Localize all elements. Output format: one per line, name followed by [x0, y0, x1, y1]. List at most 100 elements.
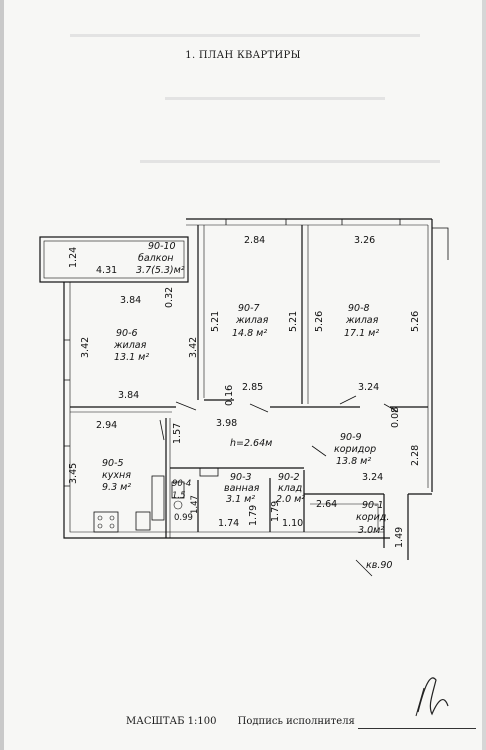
- dim-label: 5.21: [288, 311, 299, 332]
- bleed-through-mark: [165, 97, 385, 100]
- signature-label: Подпись исполнителя: [237, 716, 355, 727]
- room-5-area: 9.3 м²: [102, 482, 131, 493]
- room-7-name: жилая: [235, 315, 269, 326]
- stove-burner: [97, 523, 103, 529]
- dim-label: 0.32: [164, 287, 175, 308]
- handwritten-signature: [417, 677, 449, 716]
- dim-label: 1.79: [248, 505, 259, 526]
- dim-label: 2.94: [96, 420, 117, 431]
- dim-label: 1.74: [218, 518, 239, 529]
- dim-label: 1.57: [172, 423, 183, 444]
- dim-label: 3.98: [216, 418, 237, 429]
- entry-door-swing: [355, 559, 373, 577]
- dim-label: 3.84: [118, 390, 139, 401]
- wall-outer: [63, 282, 390, 539]
- door-swing: [249, 403, 269, 413]
- ceiling-height: h=2.64м: [230, 438, 272, 449]
- room-2-code: 90-2: [278, 472, 300, 483]
- scale-label: МАСШТАБ 1:100: [126, 716, 217, 727]
- room-3-area: 3.1 м²: [226, 494, 255, 505]
- stove-burner: [97, 515, 103, 521]
- stove-burner: [109, 515, 115, 521]
- balcony-outline: [39, 236, 189, 283]
- room-9-area: 13.8 м²: [336, 456, 371, 467]
- walls: [39, 218, 449, 577]
- dim-label: 1.79: [270, 501, 281, 522]
- dim-label: 2.84: [244, 235, 265, 246]
- room-labels: 90-10 балкон 3.7(5.3)м² 90-7 жилая 14.8 …: [102, 241, 392, 571]
- dimension-labels: 1.24 4.31 3.84 0.32 2.84 3.26 5.21 5.21 …: [68, 235, 421, 548]
- plan-title: 1. ПЛАН КВАРТИРЫ: [185, 50, 301, 61]
- room-1-code: 90-1: [362, 500, 384, 511]
- window-jambs-left: [64, 339, 70, 487]
- toilet: [171, 481, 185, 499]
- kitchen-sink: [135, 511, 151, 531]
- scan-edge-right: [482, 0, 486, 750]
- door-swing: [383, 403, 399, 413]
- scan-edge-left: [0, 0, 4, 750]
- dim-label: 0.08: [390, 407, 401, 428]
- door-swing: [339, 395, 357, 405]
- dim-label: 0.99: [174, 513, 193, 523]
- dim-label: 5.21: [210, 311, 221, 332]
- dim-label: 4.31: [96, 265, 117, 276]
- room-6-code: 90-6: [116, 328, 138, 339]
- room-6-name: жилая: [113, 340, 147, 351]
- dim-label: 0.16: [224, 385, 235, 406]
- door-swing: [175, 401, 197, 411]
- dim-label: 3.24: [362, 472, 383, 483]
- bleed-through-mark: [70, 34, 420, 37]
- room-9-name: коридор: [334, 444, 376, 455]
- room-2-name: клад: [278, 483, 303, 494]
- bathtub: [151, 475, 165, 521]
- dim-label: 3.26: [354, 235, 375, 246]
- wall-outer-ledge: [432, 227, 449, 260]
- room-5-name: кухня: [102, 470, 131, 481]
- door-swing: [159, 419, 165, 441]
- room-4-code: 90-4: [172, 479, 191, 489]
- room-8-area: 17.1 м²: [344, 328, 379, 339]
- room-balcony-area: 3.7(5.3)м²: [136, 265, 185, 276]
- room-7-code: 90-7: [238, 303, 260, 314]
- room-3-code: 90-3: [230, 472, 252, 483]
- coat-cabinet: [310, 503, 379, 530]
- room-8-name: жилая: [345, 315, 379, 326]
- window-jambs: [225, 219, 401, 225]
- dim-label: 5.26: [314, 311, 325, 332]
- room-9-code: 90-9: [340, 432, 362, 443]
- stove-burner: [109, 523, 115, 529]
- footer: МАСШТАБ 1:100 Подпись исполнителя: [126, 716, 355, 727]
- room-1-area: 3.0м²: [358, 525, 384, 536]
- apartment-label: кв.90: [366, 560, 392, 571]
- dim-label: 1.24: [68, 247, 79, 268]
- dim-label: 2.64: [316, 499, 337, 510]
- door-swing: [311, 445, 327, 457]
- room-6-area: 13.1 м²: [114, 352, 149, 363]
- room-balcony-name: балкон: [138, 253, 174, 264]
- dim-label: 3.24: [358, 382, 379, 393]
- dim-label: 1.47: [190, 495, 200, 514]
- room-1-name: корид.: [356, 512, 389, 523]
- dim-label: 2.28: [410, 445, 421, 466]
- handwritten-signature-stroke: [415, 687, 425, 717]
- room-7-area: 14.8 м²: [232, 328, 267, 339]
- dim-label: 5.26: [410, 311, 421, 332]
- signature-line: [358, 728, 476, 729]
- room-5-code: 90-5: [102, 458, 124, 469]
- dim-label: 3.42: [188, 337, 199, 358]
- dim-label: 3.45: [68, 463, 79, 484]
- dim-label: 1.49: [394, 527, 405, 548]
- room-4-area: 1.5: [172, 491, 186, 501]
- wall-outer-inner: [69, 282, 384, 533]
- dim-label: 1.10: [282, 518, 303, 529]
- bleed-through-mark: [140, 160, 440, 163]
- balcony-inner: [43, 240, 185, 279]
- bath-fixture: [199, 467, 219, 477]
- dim-label: 2.85: [242, 382, 263, 393]
- dim-label: 3.42: [80, 337, 91, 358]
- stove: [93, 511, 119, 533]
- room-3-name: ванная: [224, 483, 260, 494]
- room-2-area: 2.0 м²: [276, 494, 305, 505]
